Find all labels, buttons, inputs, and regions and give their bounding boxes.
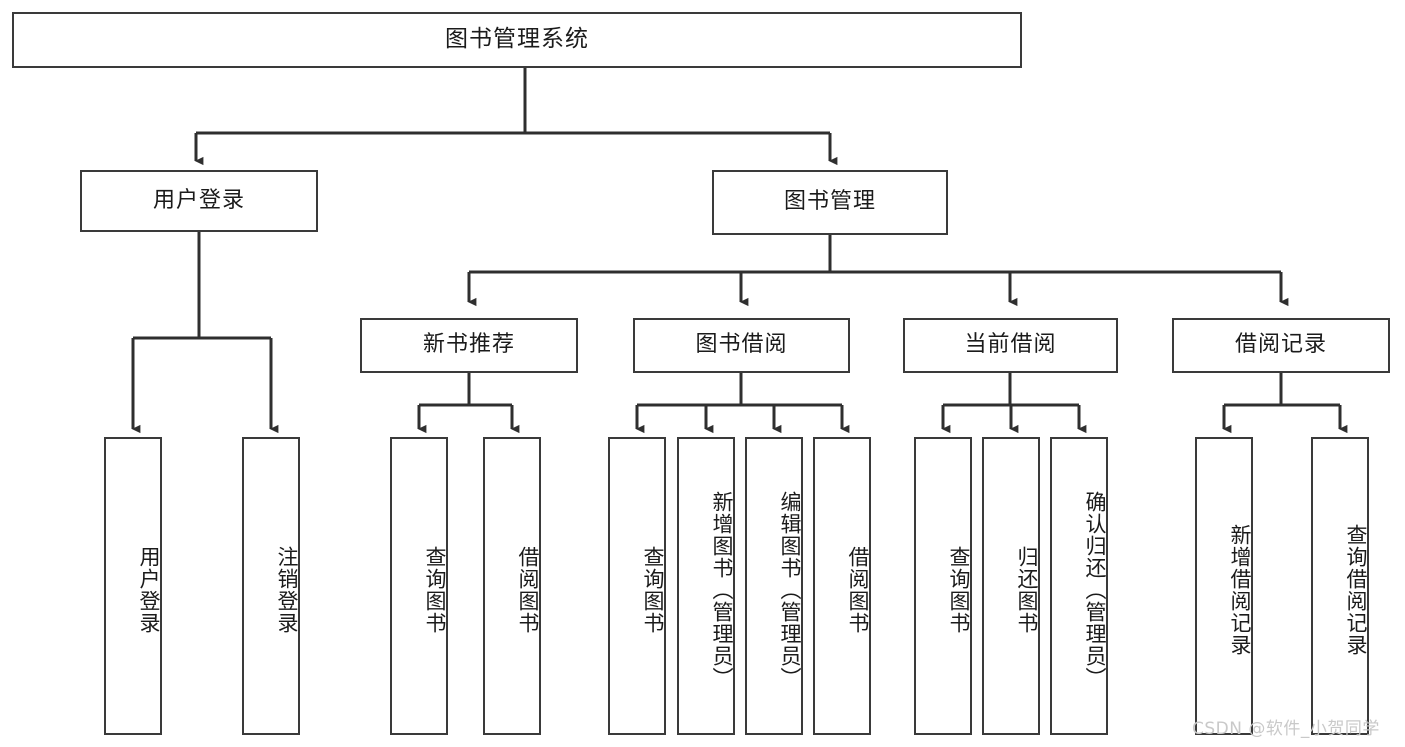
node-root-book-management-system[interactable]: 图书管理系统	[12, 12, 1022, 68]
node-label: 用户登录	[152, 187, 245, 213]
node-label: 图书管理	[783, 189, 876, 215]
node-label: 图书管理系统	[445, 26, 589, 53]
node-label: 新增图书（管理员）	[710, 491, 734, 689]
node-label: 查询图书	[423, 546, 447, 634]
node-new-book-recommend[interactable]: 新书推荐	[360, 318, 578, 373]
node-label: 查询图书	[641, 546, 665, 634]
node-label: 借阅记录	[1234, 332, 1327, 358]
node-label: 借阅图书	[516, 546, 540, 634]
node-leaf-confirm-return-admin[interactable]: 确认归还（管理员）	[1050, 437, 1108, 735]
node-label: 归还图书	[1015, 546, 1039, 634]
node-leaf-edit-book-admin[interactable]: 编辑图书（管理员）	[745, 437, 803, 735]
node-label: 借阅图书	[846, 546, 870, 634]
node-label: 编辑图书（管理员）	[778, 491, 802, 689]
node-leaf-borrow-book[interactable]: 借阅图书	[813, 437, 871, 735]
node-label: 查询图书	[947, 546, 971, 634]
node-book-borrow[interactable]: 图书借阅	[633, 318, 850, 373]
node-leaf-query-book-current[interactable]: 查询图书	[914, 437, 972, 735]
node-leaf-query-borrow-record[interactable]: 查询借阅记录	[1311, 437, 1369, 735]
node-leaf-user-login[interactable]: 用户登录	[104, 437, 162, 735]
node-label: 新增借阅记录	[1228, 524, 1252, 656]
node-label: 用户登录	[137, 546, 161, 634]
node-label: 查询借阅记录	[1344, 524, 1368, 656]
node-leaf-add-borrow-record[interactable]: 新增借阅记录	[1195, 437, 1253, 735]
node-label: 注销登录	[275, 546, 299, 634]
node-label: 当前借阅	[964, 332, 1057, 358]
node-leaf-return-book[interactable]: 归还图书	[982, 437, 1040, 735]
csdn-watermark: CSDN @软件_小贺同学	[1192, 719, 1380, 739]
node-leaf-query-book-recommend[interactable]: 查询图书	[390, 437, 448, 735]
node-leaf-add-book-admin[interactable]: 新增图书（管理员）	[677, 437, 735, 735]
node-label: 新书推荐	[422, 332, 515, 358]
node-label: 确认归还（管理员）	[1083, 491, 1107, 689]
node-current-borrow[interactable]: 当前借阅	[903, 318, 1118, 373]
node-book-management[interactable]: 图书管理	[712, 170, 948, 235]
node-leaf-logout[interactable]: 注销登录	[242, 437, 300, 735]
node-label: 图书借阅	[695, 332, 788, 358]
node-borrow-record[interactable]: 借阅记录	[1172, 318, 1390, 373]
node-user-login[interactable]: 用户登录	[80, 170, 318, 232]
node-leaf-borrow-book-recommend[interactable]: 借阅图书	[483, 437, 541, 735]
node-leaf-query-book-borrow[interactable]: 查询图书	[608, 437, 666, 735]
